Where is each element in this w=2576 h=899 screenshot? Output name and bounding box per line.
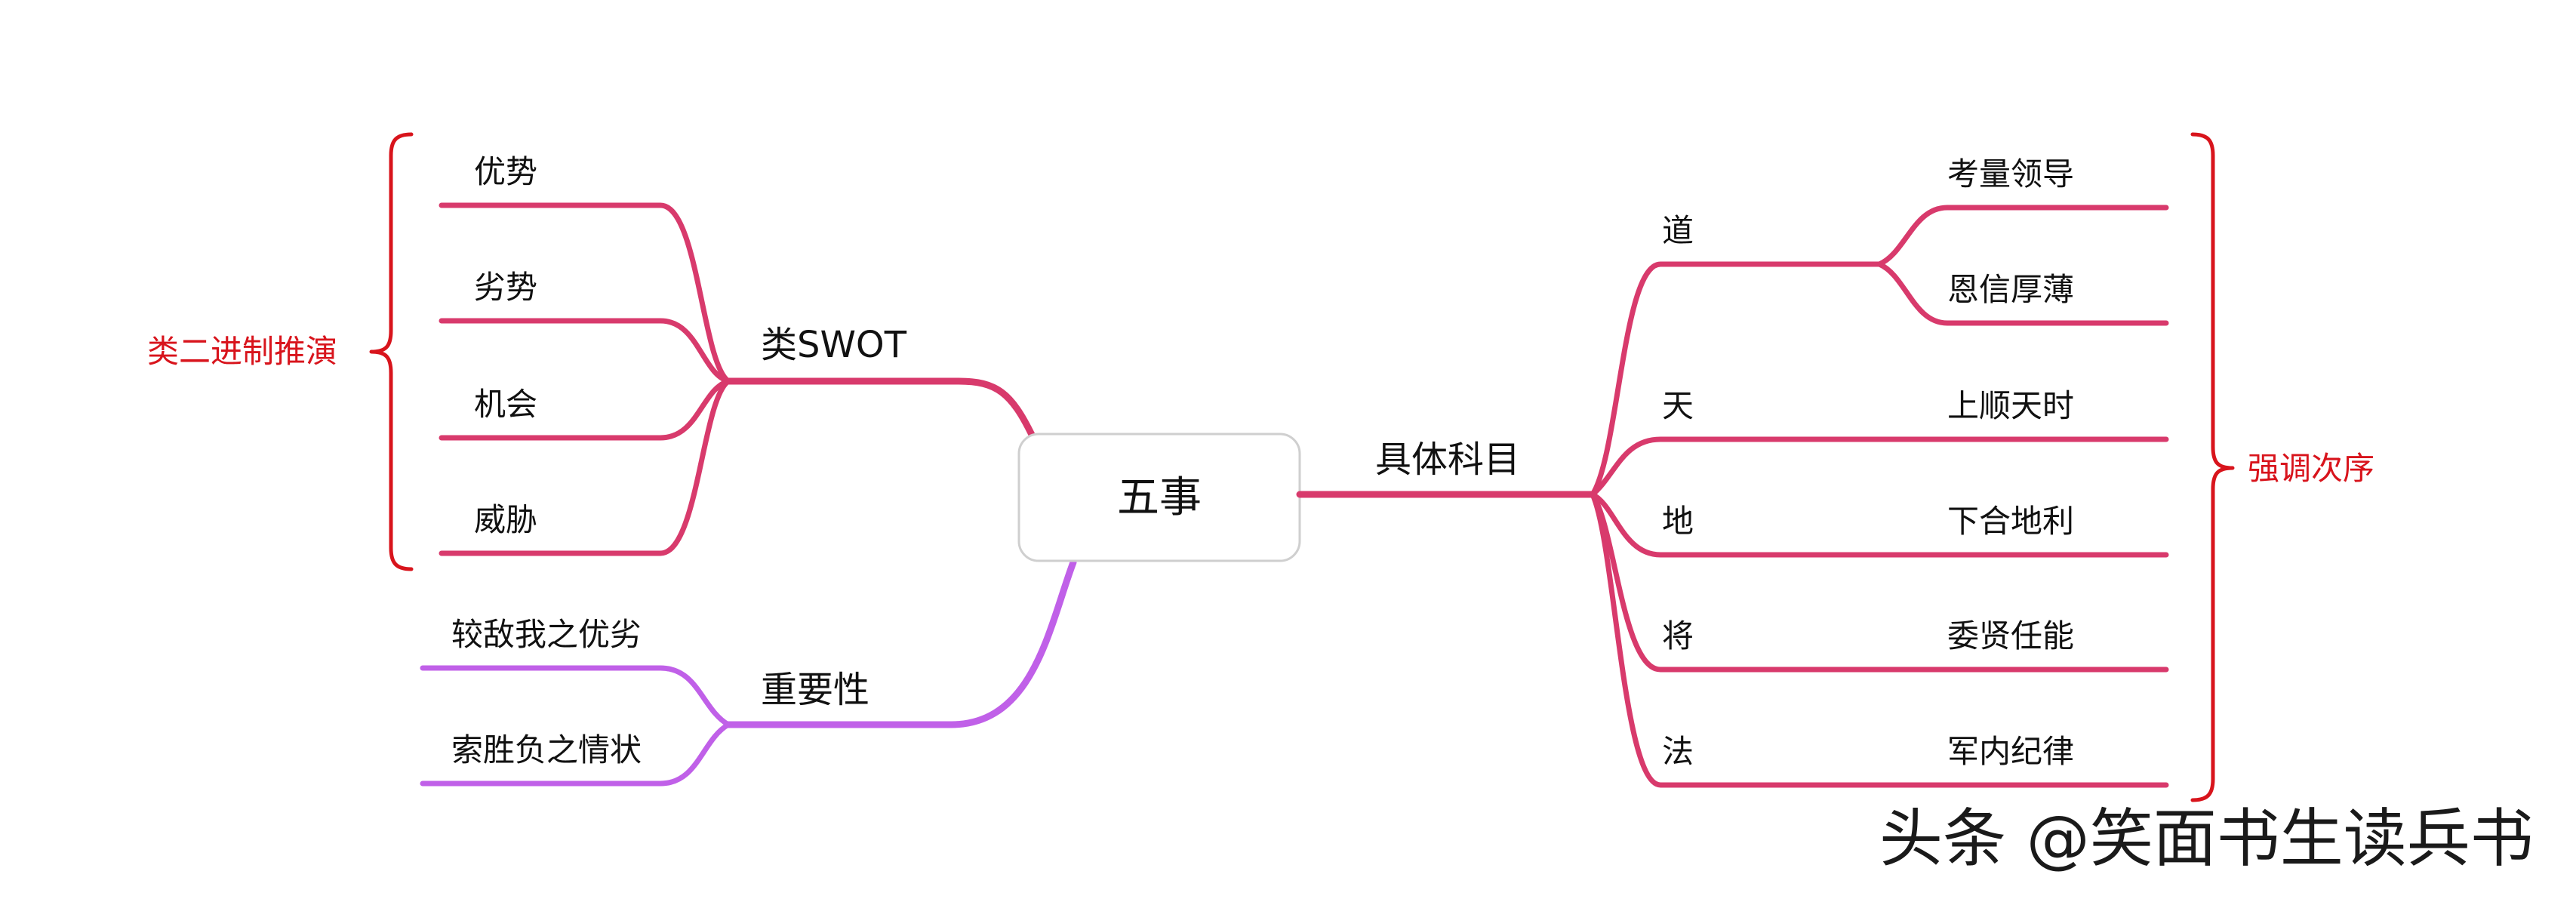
connector-subjects-to-dao	[1590, 261, 1882, 497]
center-label: 五事	[1117, 473, 1202, 522]
subject-tian-label: 天	[1662, 387, 1694, 424]
right-brace	[2190, 132, 2235, 802]
connector-subjects-to-tian	[1590, 436, 2169, 497]
connector-swot-to-opportunity	[439, 378, 731, 441]
connector-swot-to-strength	[439, 202, 731, 384]
center-node[interactable]: 五事	[1017, 433, 1301, 562]
swot-strength-label: 优势	[474, 153, 537, 190]
swot-note: 类二进制推演	[147, 333, 337, 370]
subjects-note: 强调次序	[2248, 450, 2374, 487]
connector-subjects-to-fa	[1590, 491, 2169, 788]
swot-threat-label: 威胁	[474, 501, 537, 538]
swot-label: 类SWOT	[761, 324, 907, 366]
connector-importance-to-situation	[420, 722, 731, 787]
swot-branch: 类SWOT 优势 劣势 机会 威胁	[439, 153, 1036, 556]
jiang-talent-label: 委贤任能	[1947, 617, 2074, 654]
importance-situation-label: 索胜负之情状	[451, 731, 642, 768]
subjects-label: 具体科目	[1375, 439, 1520, 481]
importance-label: 重要性	[761, 669, 869, 711]
subjects-branch: 具体科目 道 天 地 将 法 考量领导 恩信厚薄 上顺天时 下合地利 委贤任能 …	[1296, 155, 2169, 788]
connector-swot-to-threat	[439, 378, 731, 556]
connector-swot-to-weakness	[439, 318, 731, 384]
dao-trust-label: 恩信厚薄	[1947, 271, 2074, 308]
connector-center-to-swot	[725, 377, 1036, 440]
subject-dao-label: 道	[1662, 212, 1694, 249]
connector-dao-to-trust	[1876, 261, 2169, 326]
subject-di-label: 地	[1662, 503, 1694, 540]
importance-branch: 重要性 较敌我之优劣 索胜负之情状	[420, 559, 1077, 787]
tian-timing-label: 上顺天时	[1947, 387, 2074, 424]
subject-jiang-label: 将	[1662, 617, 1694, 654]
swot-opportunity-label: 机会	[474, 386, 537, 423]
subject-fa-label: 法	[1662, 733, 1694, 770]
dao-leadership-label: 考量领导	[1947, 155, 2074, 192]
swot-weakness-label: 劣势	[474, 269, 537, 306]
connector-center-to-importance	[725, 559, 1077, 728]
connector-dao-to-leadership	[1876, 205, 2169, 267]
importance-compare-label: 较敌我之优劣	[451, 616, 642, 653]
connector-subjects-to-di	[1590, 491, 2169, 558]
fa-discipline-label: 军内纪律	[1947, 733, 2074, 770]
watermark-text: 头条 @笑面书生读兵书	[1879, 802, 2534, 876]
connector-importance-to-compare	[420, 665, 731, 728]
di-terrain-label: 下合地利	[1947, 503, 2074, 540]
left-brace	[369, 132, 414, 571]
